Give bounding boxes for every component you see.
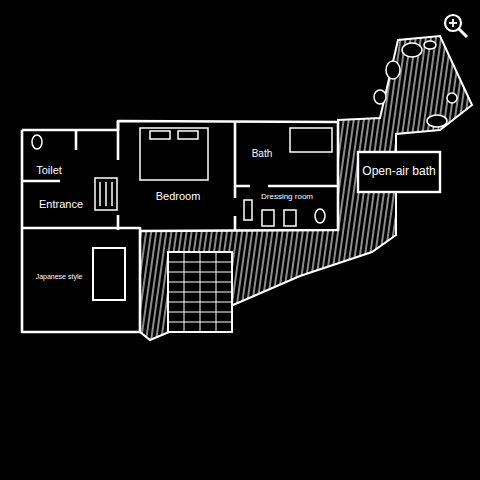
room-name: Toilet xyxy=(36,164,62,177)
room-name: Bath xyxy=(252,148,273,160)
tatami-square xyxy=(93,248,125,300)
room: Japanese style xyxy=(28,268,90,286)
stone-paving xyxy=(168,252,232,332)
room: Entrance xyxy=(26,194,96,214)
room: Open-air bath xyxy=(360,155,437,189)
room: Bedroom xyxy=(140,186,216,206)
room-name: Bedroom xyxy=(156,190,201,203)
walls xyxy=(22,121,338,332)
room-floors xyxy=(22,121,338,332)
zoom-icon xyxy=(445,15,467,37)
open-air-bath-box xyxy=(358,152,440,192)
room: Toilet xyxy=(26,160,72,180)
room-name: Japanese style xyxy=(36,273,83,281)
room: Bath xyxy=(240,144,284,164)
room: Dressing room xyxy=(240,189,334,205)
room-name: Dressing room xyxy=(261,192,313,201)
room-name: Entrance xyxy=(39,198,83,211)
room-name: Open-air bath xyxy=(362,165,435,179)
fixtures xyxy=(32,128,332,226)
garden-rocks xyxy=(374,41,457,127)
